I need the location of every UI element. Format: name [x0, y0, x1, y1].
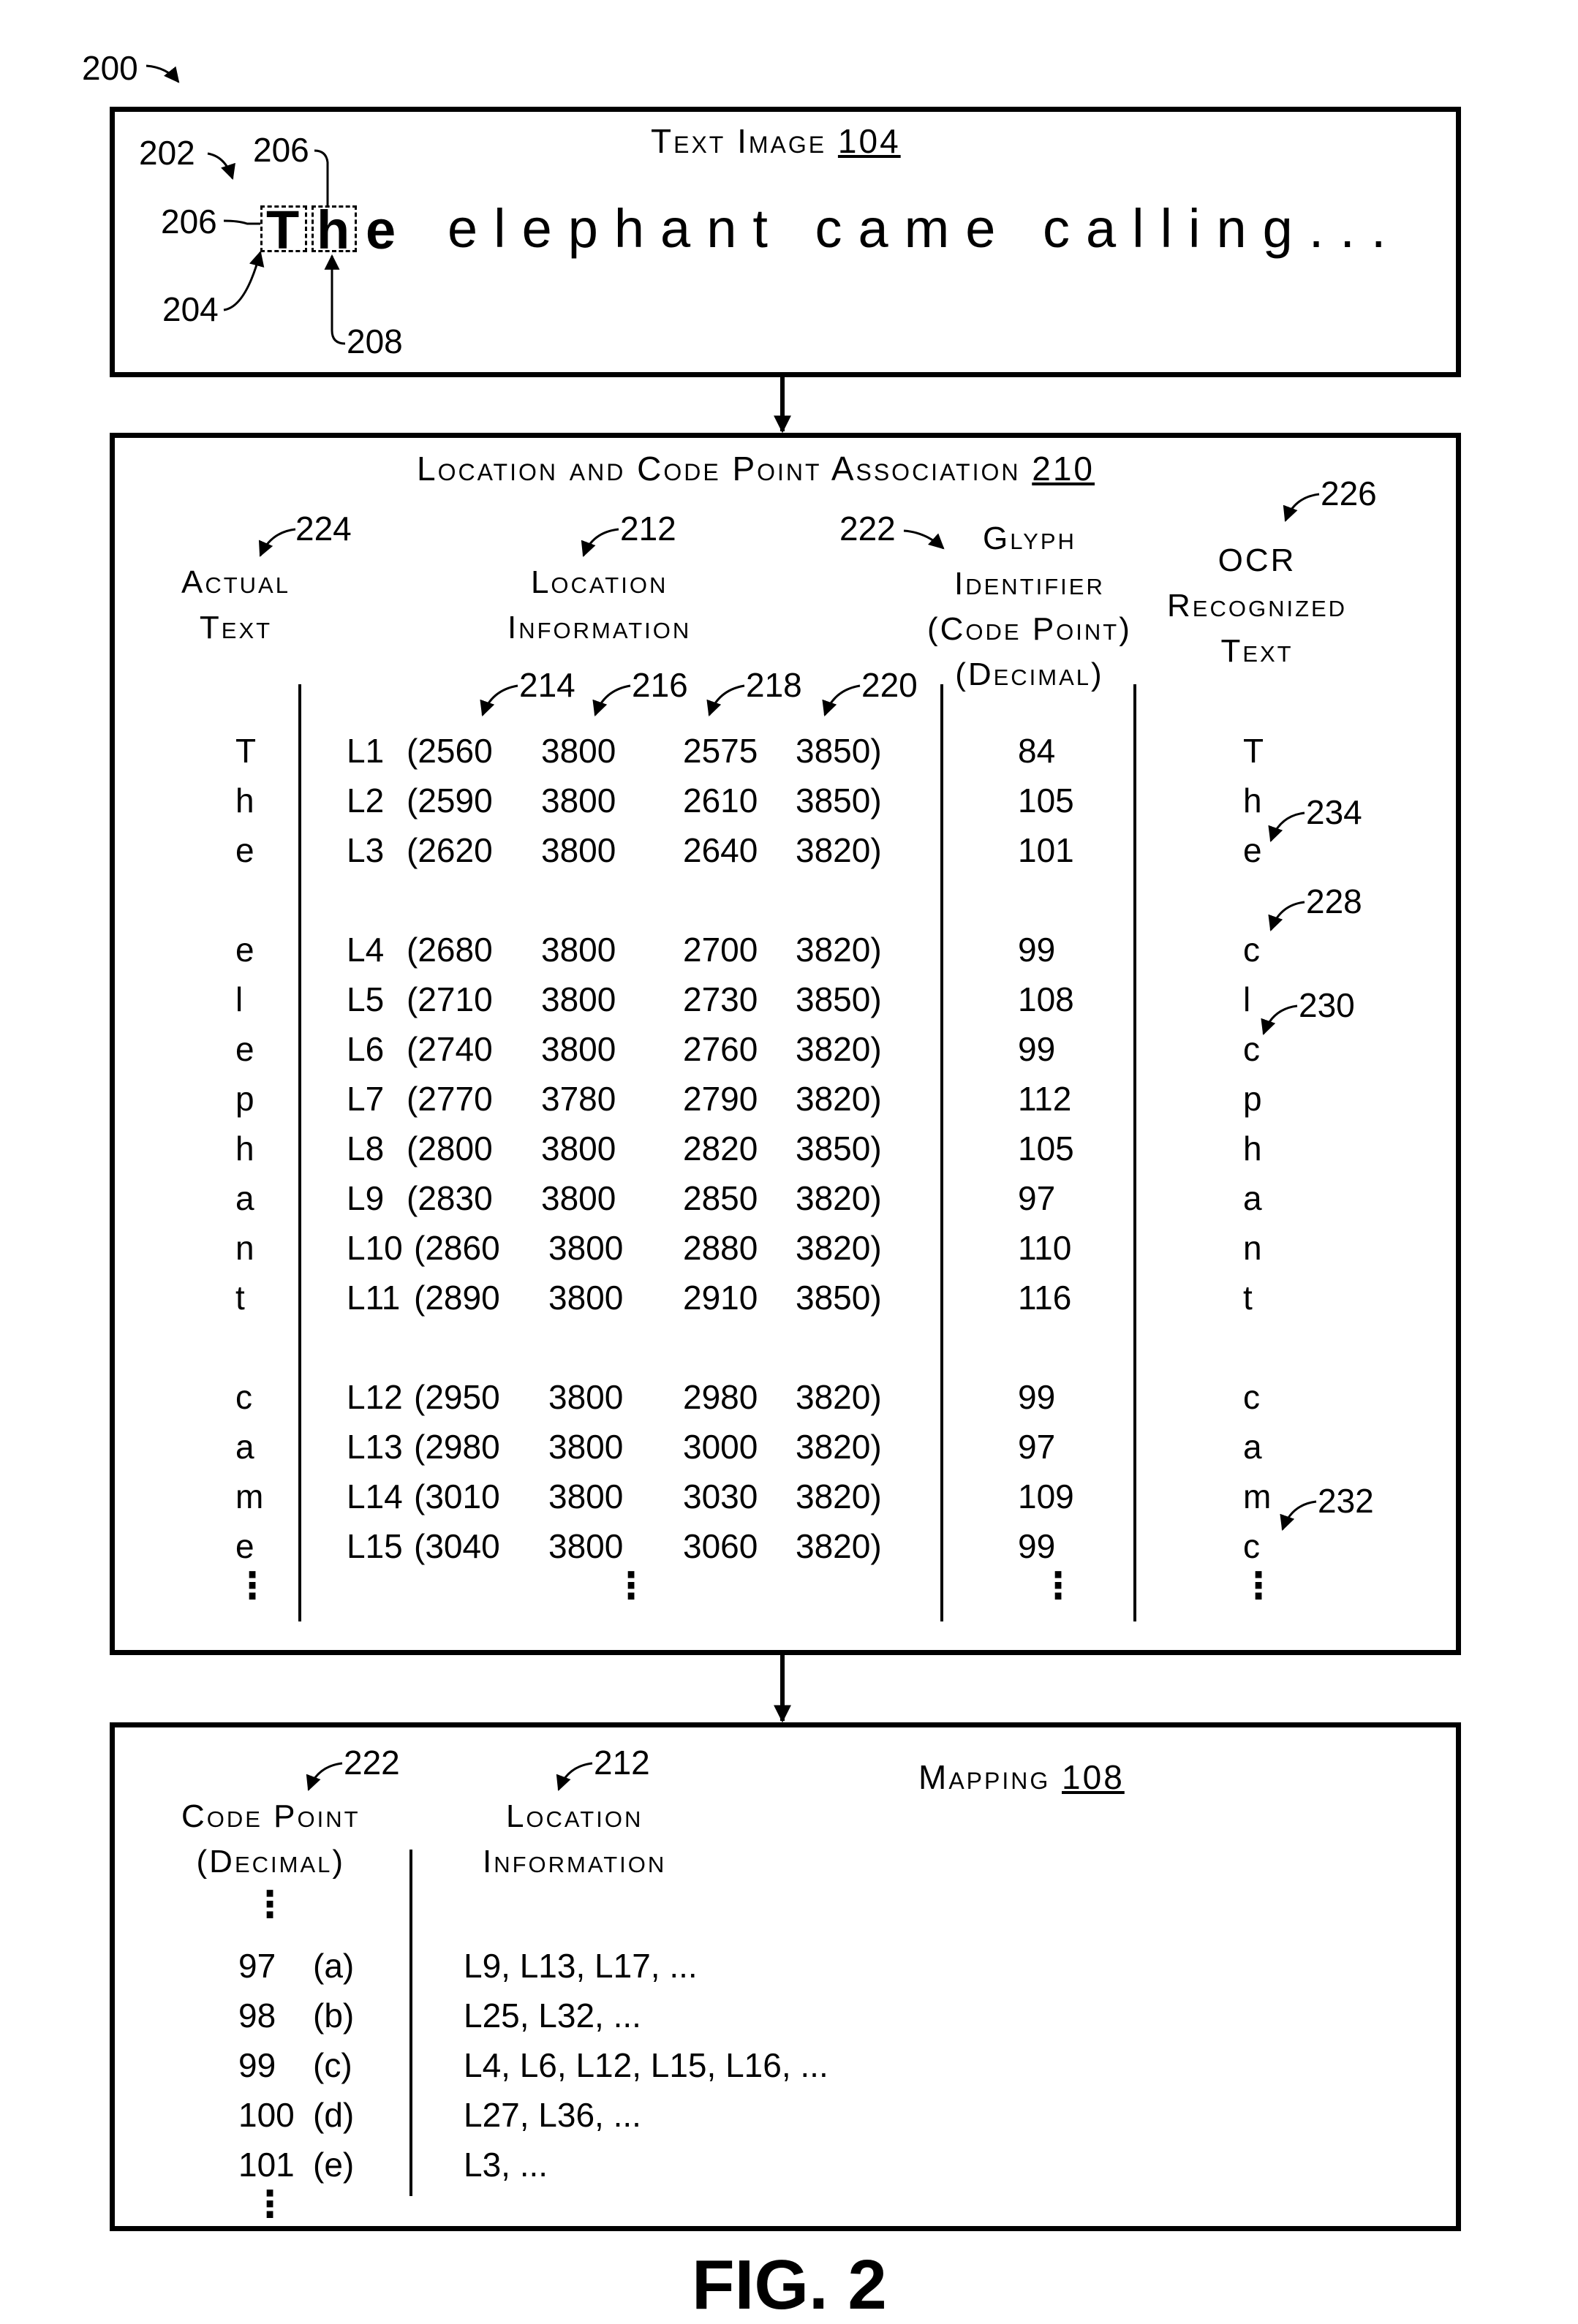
leader-234	[1271, 813, 1305, 841]
leader-212-mapping	[559, 1763, 592, 1790]
leader-222-mapping	[309, 1763, 342, 1790]
leader-200	[146, 66, 178, 82]
leader-222	[904, 531, 943, 548]
leader-214	[483, 686, 518, 715]
leader-226	[1286, 494, 1319, 521]
leader-202	[208, 154, 233, 178]
leader-220	[825, 686, 860, 715]
leader-208	[332, 256, 345, 344]
leader-204	[224, 252, 260, 310]
leader-212	[584, 529, 619, 556]
leader-224	[260, 529, 295, 556]
leader-206-left	[224, 221, 260, 224]
leader-218	[709, 686, 744, 715]
leader-206-top	[314, 151, 328, 206]
leader-232	[1283, 1502, 1316, 1529]
leader-228	[1271, 902, 1305, 930]
leader-216	[595, 686, 630, 715]
leader-230	[1264, 1006, 1297, 1034]
